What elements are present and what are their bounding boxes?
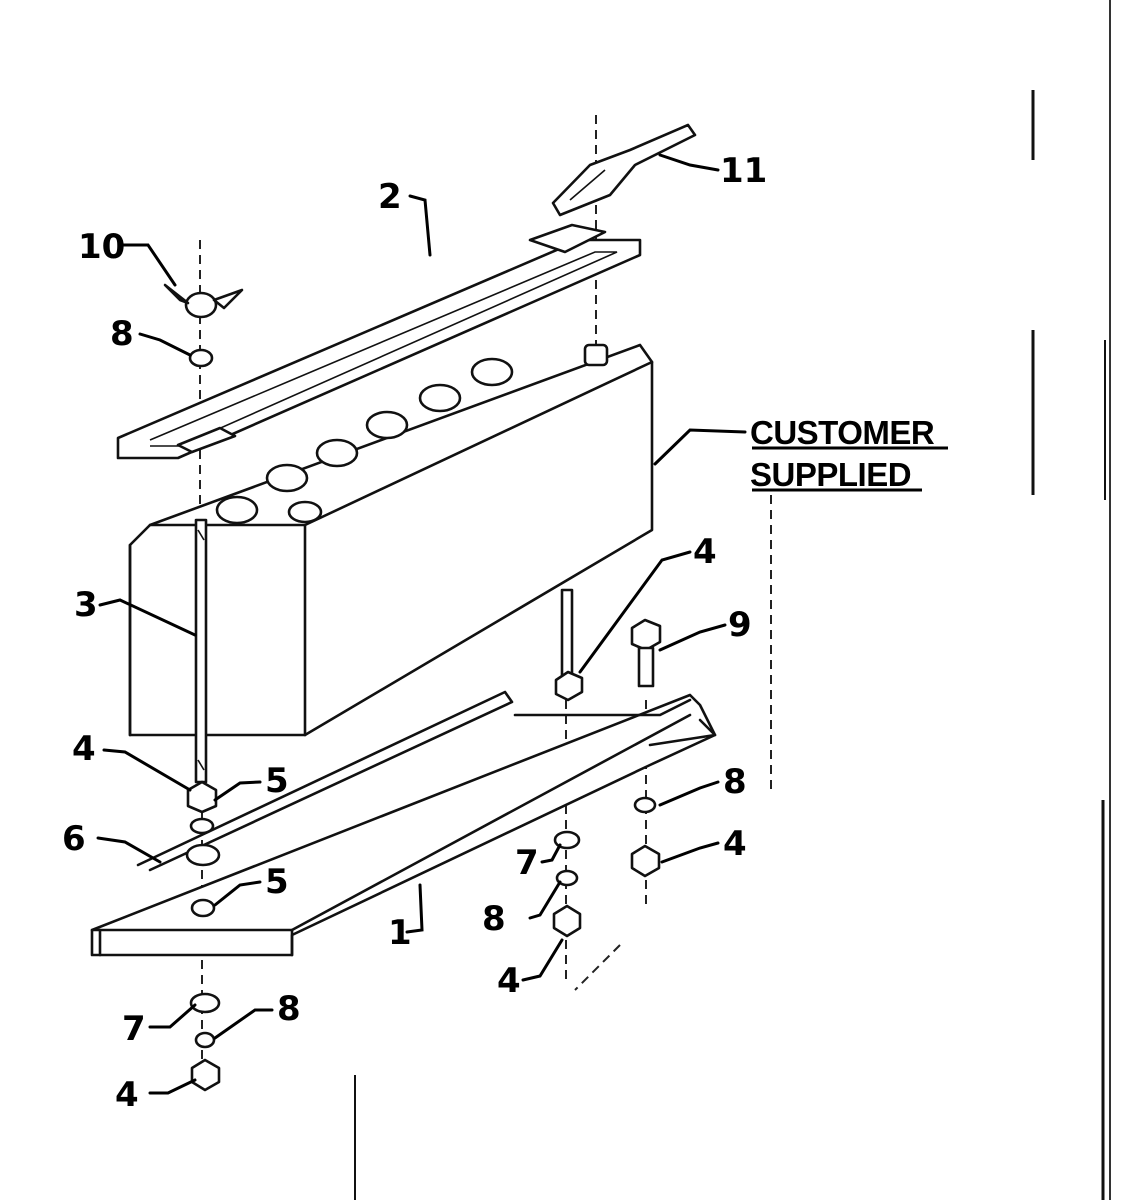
callout-4-center: 4 (497, 961, 521, 1001)
callout-10: 10 (78, 227, 125, 267)
callout-4-stud: 4 (693, 532, 717, 572)
callout-3: 3 (74, 585, 98, 625)
support-channel (90, 690, 717, 957)
scan-edge-lines (354, 0, 1111, 1200)
hex-bolt (630, 618, 662, 688)
callout-11: 11 (720, 151, 767, 191)
callout-2: 2 (378, 177, 402, 217)
callout-8-bottom: 8 (277, 989, 301, 1029)
callout-4-bottom: 4 (115, 1075, 139, 1115)
callout-5-upper: 5 (265, 761, 289, 801)
callout-9: 9 (728, 605, 752, 645)
customer-supplied-note: CUSTOMER SUPPLIED (750, 414, 935, 493)
callout-numbers: 10 8 2 11 3 4 5 6 5 4 9 8 4 7 8 4 1 7 8 … (62, 151, 767, 1115)
callout-6: 6 (62, 819, 86, 859)
callout-8-top: 8 (110, 314, 134, 354)
wing-nut (163, 283, 244, 319)
callout-leaders (96, 153, 948, 1095)
hold-down-frame (116, 223, 642, 460)
battery-vent-caps (215, 343, 609, 525)
hold-down-rod (194, 518, 208, 784)
note-line-2: SUPPLIED (750, 456, 911, 493)
callout-7-bottom: 7 (122, 1009, 146, 1049)
callout-8-center: 8 (482, 899, 506, 939)
battery-cable (551, 123, 697, 217)
callout-4-rod: 4 (72, 729, 96, 769)
hardware-nuts-and-washers (185, 670, 661, 1092)
callout-8-right: 8 (723, 762, 747, 802)
rear-stud (560, 588, 574, 682)
battery-customer-supplied (128, 343, 654, 737)
callout-5-lower: 5 (265, 862, 289, 902)
note-line-1: CUSTOMER (750, 414, 935, 451)
lock-washer (188, 348, 214, 368)
callout-1: 1 (388, 913, 412, 953)
callout-7-center: 7 (515, 843, 539, 883)
callout-4-right: 4 (723, 824, 747, 864)
